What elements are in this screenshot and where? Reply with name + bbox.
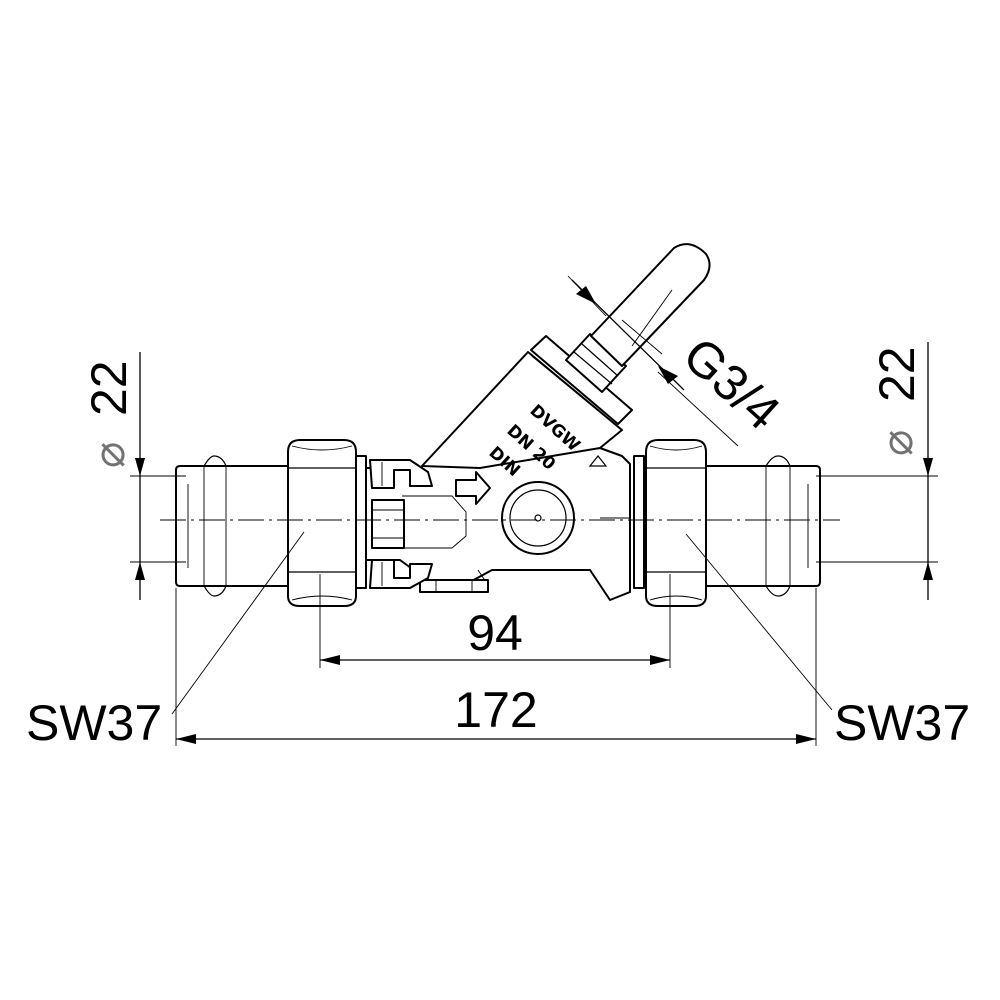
left-union-nut bbox=[287, 439, 367, 607]
diameter-right-value: 22 bbox=[869, 346, 925, 402]
small-triangle-icon bbox=[588, 455, 608, 467]
right-pipe bbox=[703, 455, 821, 597]
labels: 22 ⌀ 22 ⌀ 94 172 SW37 SW37 G3/4 bbox=[26, 327, 970, 751]
valve-assembly: DVGW DN 20 DIN bbox=[160, 243, 840, 607]
right-diameter-dimension bbox=[816, 342, 938, 600]
inner-length-value: 94 bbox=[467, 605, 523, 661]
dimension-lines bbox=[130, 275, 938, 746]
overall-length-value: 172 bbox=[454, 682, 537, 738]
left-wrench-leader bbox=[171, 531, 305, 715]
wrench-right-label: SW37 bbox=[834, 695, 970, 751]
inner-length-dimension bbox=[319, 574, 671, 668]
right-union-nut bbox=[633, 439, 707, 607]
right-wrench-leader bbox=[685, 533, 833, 711]
overall-length-dimension bbox=[175, 588, 817, 746]
thread-label: G3/4 bbox=[673, 327, 791, 441]
left-connector bbox=[369, 459, 433, 589]
bonnet bbox=[421, 333, 633, 469]
flow-arrow-icon bbox=[455, 471, 491, 505]
left-pipe bbox=[175, 455, 297, 597]
thread-dimension bbox=[567, 275, 739, 447]
diameter-right-symbol: ⌀ bbox=[872, 430, 923, 457]
diameter-left-value: 22 bbox=[81, 360, 137, 416]
spindle bbox=[590, 243, 711, 367]
wrench-left-label: SW37 bbox=[26, 695, 162, 751]
test-plug bbox=[501, 481, 575, 555]
left-diameter-dimension bbox=[130, 352, 186, 600]
diameter-left-symbol: ⌀ bbox=[84, 442, 135, 469]
